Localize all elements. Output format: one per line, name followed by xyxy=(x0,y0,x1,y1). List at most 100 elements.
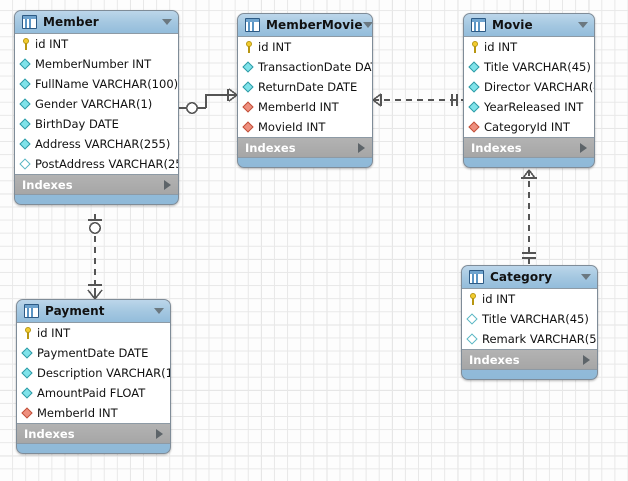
chevron-right-icon[interactable] xyxy=(358,142,365,153)
column-row[interactable]: id INT xyxy=(15,34,178,54)
column-label: Address VARCHAR(255) xyxy=(35,137,171,151)
indexes-label: Indexes xyxy=(22,177,73,192)
entity-header[interactable]: Movie xyxy=(464,14,594,36)
entity-table-movie[interactable]: Movie id INT Title VARCHAR(45) Director VAR… xyxy=(463,13,595,168)
entity-table-category[interactable]: Category id INT Title VARCHAR(45) Remark VA… xyxy=(461,265,598,380)
indexes-section[interactable]: Indexes xyxy=(464,138,594,158)
column-label: Title VARCHAR(45) xyxy=(482,312,589,326)
column-label: Gender VARCHAR(1) xyxy=(35,97,153,111)
indexes-label: Indexes xyxy=(469,352,520,367)
chevron-down-icon[interactable] xyxy=(162,19,172,25)
column-icon xyxy=(21,367,34,379)
entity-name: Member xyxy=(43,15,99,29)
foreign-key-icon xyxy=(468,121,481,133)
indexes-section[interactable]: Indexes xyxy=(15,175,178,195)
indexes-label: Indexes xyxy=(471,140,522,155)
column-row[interactable]: TransactionDate DATE xyxy=(238,57,372,77)
column-row[interactable]: MemberId INT xyxy=(238,97,372,117)
column-row[interactable]: id INT xyxy=(238,37,372,57)
column-label: id INT xyxy=(258,40,292,54)
column-row[interactable]: Title VARCHAR(45) xyxy=(464,57,594,77)
column-list: id INT Title VARCHAR(45) Remark VARCHAR(50… xyxy=(462,288,597,350)
entity-header[interactable]: MemberMovie xyxy=(238,14,372,36)
foreign-key-icon xyxy=(242,101,255,113)
column-row[interactable]: id INT xyxy=(464,37,594,57)
column-icon xyxy=(468,61,481,73)
chevron-right-icon[interactable] xyxy=(164,179,171,190)
column-row[interactable]: CategoryId INT xyxy=(464,117,594,137)
column-row[interactable]: YearReleased INT xyxy=(464,97,594,117)
table-icon xyxy=(469,270,484,284)
nullable-column-icon xyxy=(466,313,479,325)
entity-name: Payment xyxy=(45,304,105,318)
entity-table-member[interactable]: Member id INT MemberNumber INT FullName VAR… xyxy=(14,10,179,205)
relationship-membermovie-movie xyxy=(372,93,463,107)
column-row[interactable]: PostAddress VARCHAR(255) xyxy=(15,154,178,174)
indexes-section[interactable]: Indexes xyxy=(462,350,597,370)
column-label: id INT xyxy=(482,292,516,306)
column-icon xyxy=(19,78,32,90)
chevron-right-icon[interactable] xyxy=(580,142,587,153)
column-label: FullName VARCHAR(100) xyxy=(35,77,179,91)
column-label: TransactionDate DATE xyxy=(258,60,373,74)
column-icon xyxy=(242,81,255,93)
indexes-section[interactable]: Indexes xyxy=(17,424,170,444)
column-icon xyxy=(19,58,32,70)
entity-name: Category xyxy=(490,270,553,284)
column-icon xyxy=(19,118,32,130)
primary-key-icon xyxy=(22,327,34,339)
entity-header[interactable]: Payment xyxy=(17,300,170,322)
chevron-right-icon[interactable] xyxy=(156,428,163,439)
column-icon xyxy=(19,98,32,110)
column-label: Title VARCHAR(45) xyxy=(484,60,591,74)
table-icon xyxy=(471,18,486,32)
column-label: MemberNumber INT xyxy=(35,57,152,71)
column-icon xyxy=(21,347,34,359)
entity-name: Movie xyxy=(492,18,533,32)
column-label: id INT xyxy=(37,326,71,340)
chevron-down-icon[interactable] xyxy=(362,22,372,28)
column-row[interactable]: Director VARCHAR(45) xyxy=(464,77,594,97)
primary-key-icon xyxy=(243,41,255,53)
nullable-column-icon xyxy=(466,333,479,345)
indexes-label: Indexes xyxy=(24,426,75,441)
column-label: id INT xyxy=(484,40,518,54)
chevron-down-icon[interactable] xyxy=(578,22,588,28)
entity-header[interactable]: Category xyxy=(462,266,597,288)
column-label: CategoryId INT xyxy=(484,120,570,134)
column-row[interactable]: Description VARCHAR(100) xyxy=(17,363,170,383)
column-list: id INT TransactionDate DATE ReturnDate DAT… xyxy=(238,36,372,138)
chevron-down-icon[interactable] xyxy=(581,274,591,280)
column-row[interactable]: FullName VARCHAR(100) xyxy=(15,74,178,94)
entity-table-membermovie[interactable]: MemberMovie id INT TransactionDate DATE Ret… xyxy=(237,13,373,168)
column-label: BirthDay DATE xyxy=(35,117,119,131)
primary-key-icon xyxy=(20,38,32,50)
foreign-key-icon xyxy=(242,121,255,133)
entity-header[interactable]: Member xyxy=(15,11,178,33)
indexes-section[interactable]: Indexes xyxy=(238,138,372,158)
column-row[interactable]: Remark VARCHAR(500) xyxy=(462,329,597,349)
column-row[interactable]: BirthDay DATE xyxy=(15,114,178,134)
column-icon xyxy=(468,101,481,113)
column-row[interactable]: id INT xyxy=(17,323,170,343)
chevron-down-icon[interactable] xyxy=(154,308,164,314)
relationship-member-membermovie xyxy=(179,88,238,115)
column-row[interactable]: PaymentDate DATE xyxy=(17,343,170,363)
column-row[interactable]: AmountPaid FLOAT xyxy=(17,383,170,403)
column-row[interactable]: Gender VARCHAR(1) xyxy=(15,94,178,114)
column-row[interactable]: MemberNumber INT xyxy=(15,54,178,74)
column-row[interactable]: MemberId INT xyxy=(17,403,170,423)
column-row[interactable]: id INT xyxy=(462,289,597,309)
column-row[interactable]: Address VARCHAR(255) xyxy=(15,134,178,154)
relationship-member-payment xyxy=(87,214,103,300)
column-row[interactable]: Title VARCHAR(45) xyxy=(462,309,597,329)
column-row[interactable]: ReturnDate DATE xyxy=(238,77,372,97)
column-row[interactable]: MovieId INT xyxy=(238,117,372,137)
column-list: id INT MemberNumber INT FullName VARCHAR(1… xyxy=(15,33,178,175)
column-list: id INT Title VARCHAR(45) Director VARCHAR(… xyxy=(464,36,594,138)
chevron-right-icon[interactable] xyxy=(583,354,590,365)
column-label: id INT xyxy=(35,37,69,51)
foreign-key-icon xyxy=(21,407,34,419)
